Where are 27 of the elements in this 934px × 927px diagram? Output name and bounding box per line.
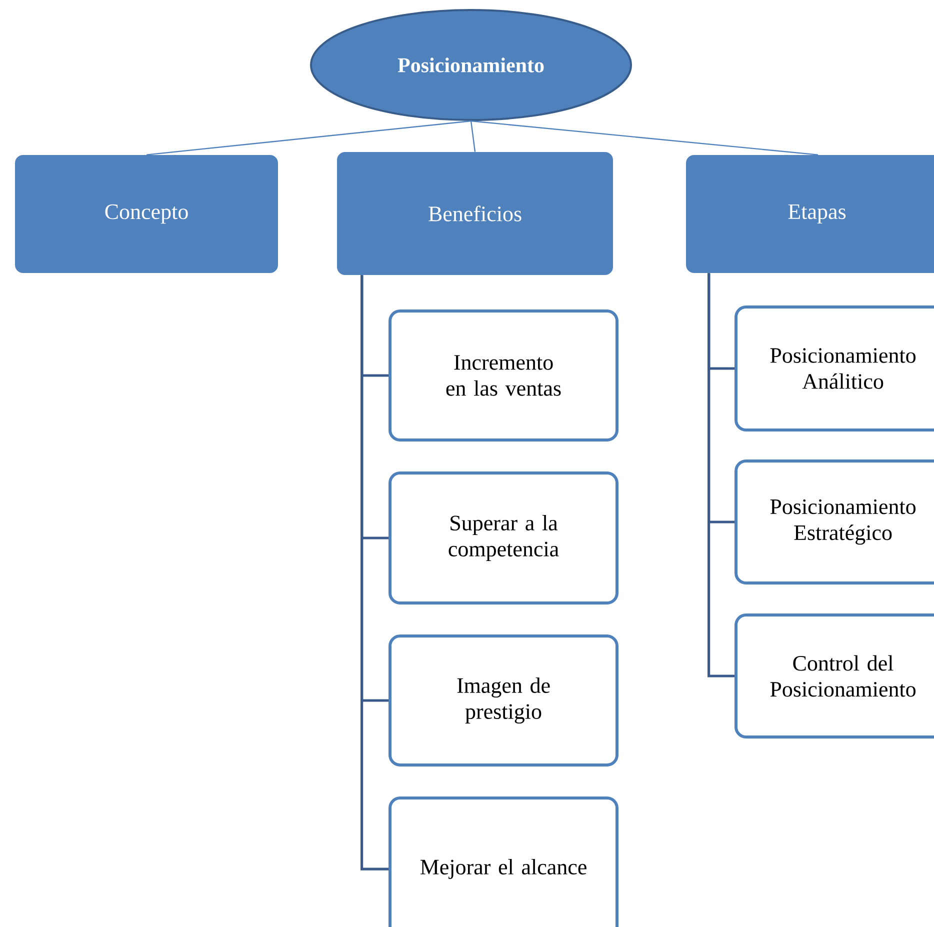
item-box bbox=[734, 614, 934, 738]
connector-line bbox=[360, 275, 388, 870]
topic-ellipse bbox=[310, 9, 632, 121]
category-box bbox=[337, 152, 613, 275]
node-text: Incremento en las ventas bbox=[446, 355, 561, 396]
connector-line bbox=[146, 120, 472, 156]
node-text: Etapas bbox=[788, 204, 846, 224]
node-text: Concepto bbox=[105, 204, 188, 224]
node-text: Beneficios bbox=[428, 206, 522, 222]
node-text: Imagen de prestigio bbox=[457, 678, 550, 724]
item-box bbox=[388, 310, 618, 442]
item-box bbox=[734, 306, 934, 432]
node-text: Control del Posicionamiento bbox=[770, 655, 916, 697]
node-text: Posicionamiento Estratégico bbox=[770, 499, 916, 545]
item-box bbox=[388, 796, 618, 927]
node-text: Superar a la competencia bbox=[448, 515, 559, 561]
connector-line bbox=[470, 120, 818, 156]
category-box bbox=[686, 155, 934, 273]
category-box bbox=[15, 155, 278, 273]
node-text: Posicionamiento Análitico bbox=[770, 348, 916, 389]
node-text: Posicionamiento bbox=[398, 58, 544, 72]
item-box bbox=[734, 460, 934, 584]
item-box bbox=[388, 634, 618, 766]
connector-line bbox=[470, 120, 476, 152]
connector-line bbox=[708, 273, 734, 678]
item-box bbox=[388, 472, 618, 604]
node-text: Mejorar el alcance bbox=[420, 859, 586, 879]
